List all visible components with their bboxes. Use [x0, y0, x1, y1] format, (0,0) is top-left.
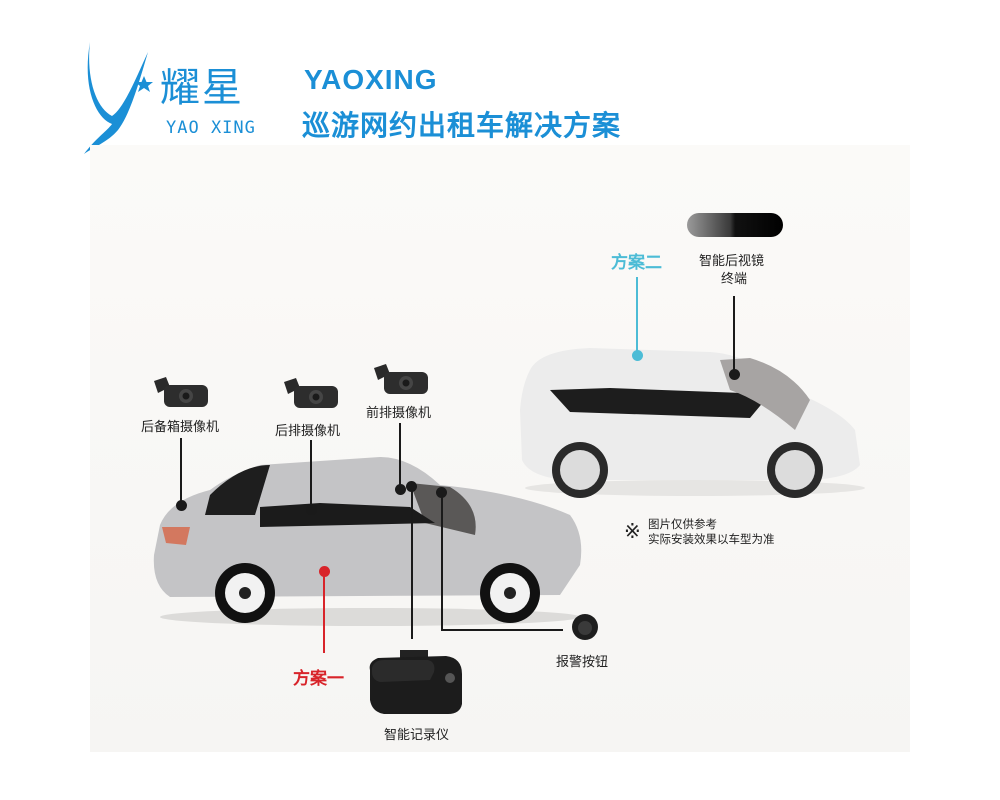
hatchback-car-image — [520, 348, 865, 498]
logo-english-text: YAO XING — [166, 118, 256, 138]
smart-mirror-label-line2: 终端 — [721, 272, 748, 287]
front-row-camera-marker-dot — [395, 484, 406, 495]
front-row-camera-image — [374, 364, 428, 394]
smart-mirror-marker-dot — [729, 369, 740, 380]
rear-row-camera-connector-line — [310, 440, 312, 508]
alarm-button-image — [572, 614, 598, 640]
rear-row-camera-label: 后排摄像机 — [275, 424, 341, 439]
logo-chinese-text: 耀星 — [160, 65, 244, 111]
yaoxing-logo-icon — [84, 42, 153, 154]
smart-mirror-label-line1: 智能后视镜 — [699, 254, 765, 269]
plan-one-label: 方案一 — [293, 669, 344, 689]
smart-mirror-image — [687, 213, 783, 237]
alarm-button-connector-horizontal — [441, 629, 563, 631]
disclaimer-line1: 图片仅供参考 — [648, 517, 717, 531]
smart-recorder-connector-line — [411, 487, 413, 639]
smart-mirror-connector-line — [733, 296, 735, 372]
page-title-english: YAOXING — [304, 64, 438, 95]
smart-recorder-image — [369, 650, 462, 714]
alarm-button-connector-vertical — [441, 492, 443, 630]
rear-trunk-camera-connector-line — [180, 438, 182, 504]
front-row-camera-connector-line — [399, 423, 401, 489]
rear-trunk-camera-marker-dot — [176, 500, 187, 511]
rear-row-camera-image — [284, 378, 338, 408]
reference-mark-icon: ※ — [624, 519, 641, 543]
plan-two-label: 方案二 — [611, 253, 662, 273]
rear-trunk-camera-label: 后备箱摄像机 — [141, 420, 220, 435]
page-title-chinese: 巡游网约出租车解决方案 — [302, 109, 622, 142]
smart-recorder-label: 智能记录仪 — [384, 728, 450, 743]
sedan-car-image — [153, 457, 582, 626]
rear-trunk-camera-image — [154, 377, 208, 407]
plan-two-connector-line — [636, 277, 638, 353]
plan-one-connector-line — [323, 571, 325, 653]
smart-recorder-marker-dot — [406, 481, 417, 492]
rear-row-camera-marker-dot — [306, 504, 317, 515]
disclaimer-line2: 实际安装效果以车型为准 — [648, 532, 775, 546]
plan-two-marker-dot — [632, 350, 643, 361]
front-row-camera-label: 前排摄像机 — [366, 406, 432, 421]
alarm-button-label: 报警按钮 — [556, 655, 609, 670]
